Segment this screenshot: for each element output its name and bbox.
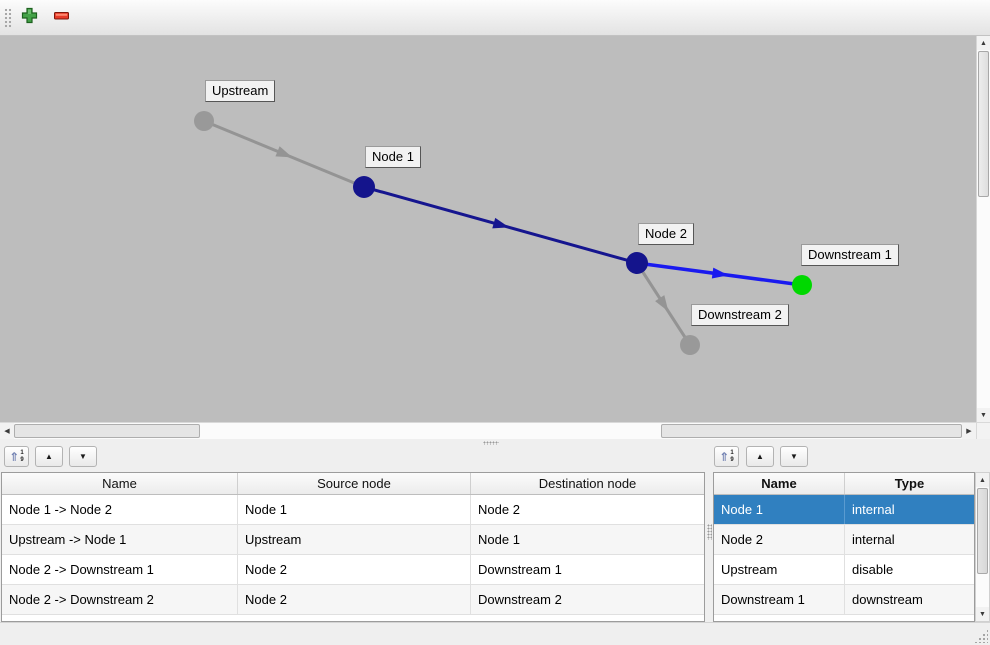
table-cell[interactable]: internal: [852, 502, 895, 517]
plus-icon: [21, 7, 38, 29]
table-cell[interactable]: Downstream 1: [714, 585, 845, 614]
canvas-h-scrollbar[interactable]: ◀ ▶: [0, 422, 990, 439]
splitter-grip-icon: [483, 441, 499, 445]
graph-node[interactable]: [353, 176, 375, 198]
resize-grip[interactable]: [974, 629, 988, 643]
scroll-right-button[interactable]: ▶: [962, 423, 976, 439]
table-row[interactable]: Node 2 internal: [714, 525, 974, 555]
column-header[interactable]: Name: [714, 473, 845, 494]
pane-splitter-vertical[interactable]: [707, 524, 712, 540]
up-arrow-glyph: ⇑: [9, 449, 20, 464]
table-cell[interactable]: Node 2: [238, 585, 471, 614]
triangle-up-icon: ▲: [980, 39, 987, 47]
table-cell[interactable]: Node 2 -> Downstream 1: [2, 555, 238, 584]
scroll-left-button[interactable]: ◀: [0, 423, 14, 439]
h-scrollbar-segment[interactable]: [661, 424, 962, 438]
scroll-up-button[interactable]: ▲: [976, 473, 989, 487]
scroll-down-button[interactable]: ▼: [977, 408, 990, 422]
table-row[interactable]: Downstream 1 downstream: [714, 585, 974, 615]
scroll-down-button[interactable]: ▼: [976, 607, 989, 621]
triangle-right-icon: ▶: [966, 427, 972, 435]
v-scrollbar-thumb[interactable]: [978, 51, 989, 197]
graph-node[interactable]: [792, 275, 812, 295]
column-header[interactable]: Source node: [238, 473, 471, 494]
table-cell[interactable]: Node 2: [714, 525, 845, 554]
table-cell[interactable]: Upstream -> Node 1: [2, 525, 238, 554]
edge-arrow-icon: [655, 295, 669, 312]
h-scrollbar-thumb[interactable]: [14, 424, 200, 438]
triangle-up-icon: ▲: [756, 451, 764, 461]
node-table-header: Name Type: [714, 473, 974, 495]
graph-node[interactable]: [194, 111, 214, 131]
minus-icon: [53, 7, 70, 29]
scroll-up-button[interactable]: ▲: [977, 36, 990, 50]
table-cell[interactable]: disable: [852, 562, 894, 577]
v-scrollbar-thumb[interactable]: [977, 488, 988, 574]
add-button[interactable]: [18, 7, 40, 29]
triangle-left-icon: ◀: [4, 427, 10, 435]
main-toolbar: [0, 0, 990, 36]
column-header[interactable]: Type: [894, 476, 925, 491]
table-cell[interactable]: Upstream: [714, 555, 845, 584]
table-cell[interactable]: downstream: [852, 592, 923, 607]
triangle-down-icon: ▼: [980, 411, 987, 419]
graph-node[interactable]: [680, 335, 700, 355]
toolbar-grip-handle[interactable]: [4, 8, 12, 28]
table-cell[interactable]: Downstream 2: [478, 592, 562, 607]
edge-arrow-icon: [275, 146, 293, 158]
sort-ascending-icon: ⇑ 1 9: [719, 449, 734, 464]
graph-node[interactable]: [626, 252, 648, 274]
table-cell[interactable]: Node 2: [238, 555, 471, 584]
table-cell[interactable]: Node 1 -> Node 2: [2, 495, 238, 524]
node-move-down-button[interactable]: ▼: [780, 446, 808, 467]
table-cell[interactable]: Node 1: [714, 495, 845, 524]
table-cell[interactable]: Downstream 1: [478, 562, 562, 577]
table-cell[interactable]: Upstream: [238, 525, 471, 554]
triangle-down-icon: ▼: [790, 451, 798, 461]
table-row[interactable]: Node 1 internal: [714, 495, 974, 525]
node-move-up-button[interactable]: ▲: [746, 446, 774, 467]
canvas-v-scrollbar[interactable]: ▲ ▼: [976, 36, 990, 422]
graph-svg: [194, 111, 812, 355]
table-row[interactable]: Upstream disable: [714, 555, 974, 585]
edge-move-down-button[interactable]: ▼: [69, 446, 97, 467]
scrollbar-corner: [976, 423, 990, 439]
table-cell[interactable]: Node 1: [478, 532, 520, 547]
up-arrow-glyph: ⇑: [719, 449, 730, 464]
triangle-down-icon: ▼: [79, 451, 87, 461]
triangle-up-icon: ▲: [45, 451, 53, 461]
column-header[interactable]: Destination node: [538, 476, 637, 491]
node-sort-button[interactable]: ⇑ 1 9: [714, 446, 739, 467]
edge-sort-button[interactable]: ⇑ 1 9: [4, 446, 29, 467]
status-strip: [0, 622, 990, 645]
pane-splitter-horizontal[interactable]: [0, 439, 990, 446]
triangle-up-icon: ▲: [979, 476, 986, 484]
column-header[interactable]: Name: [2, 473, 238, 494]
table-cell[interactable]: Node 2 -> Downstream 2: [2, 585, 238, 614]
table-cell[interactable]: Node 2: [478, 502, 520, 517]
remove-button[interactable]: [50, 7, 72, 29]
sort-ascending-icon: ⇑ 1 9: [9, 449, 24, 464]
triangle-down-icon: ▼: [979, 610, 986, 618]
node-table-v-scrollbar[interactable]: ▲ ▼: [975, 472, 990, 622]
edge-arrow-icon: [711, 267, 729, 279]
table-cell[interactable]: Node 1: [238, 495, 471, 524]
table-cell[interactable]: internal: [852, 532, 895, 547]
edge-arrow-icon: [492, 217, 510, 229]
edge-move-up-button[interactable]: ▲: [35, 446, 63, 467]
